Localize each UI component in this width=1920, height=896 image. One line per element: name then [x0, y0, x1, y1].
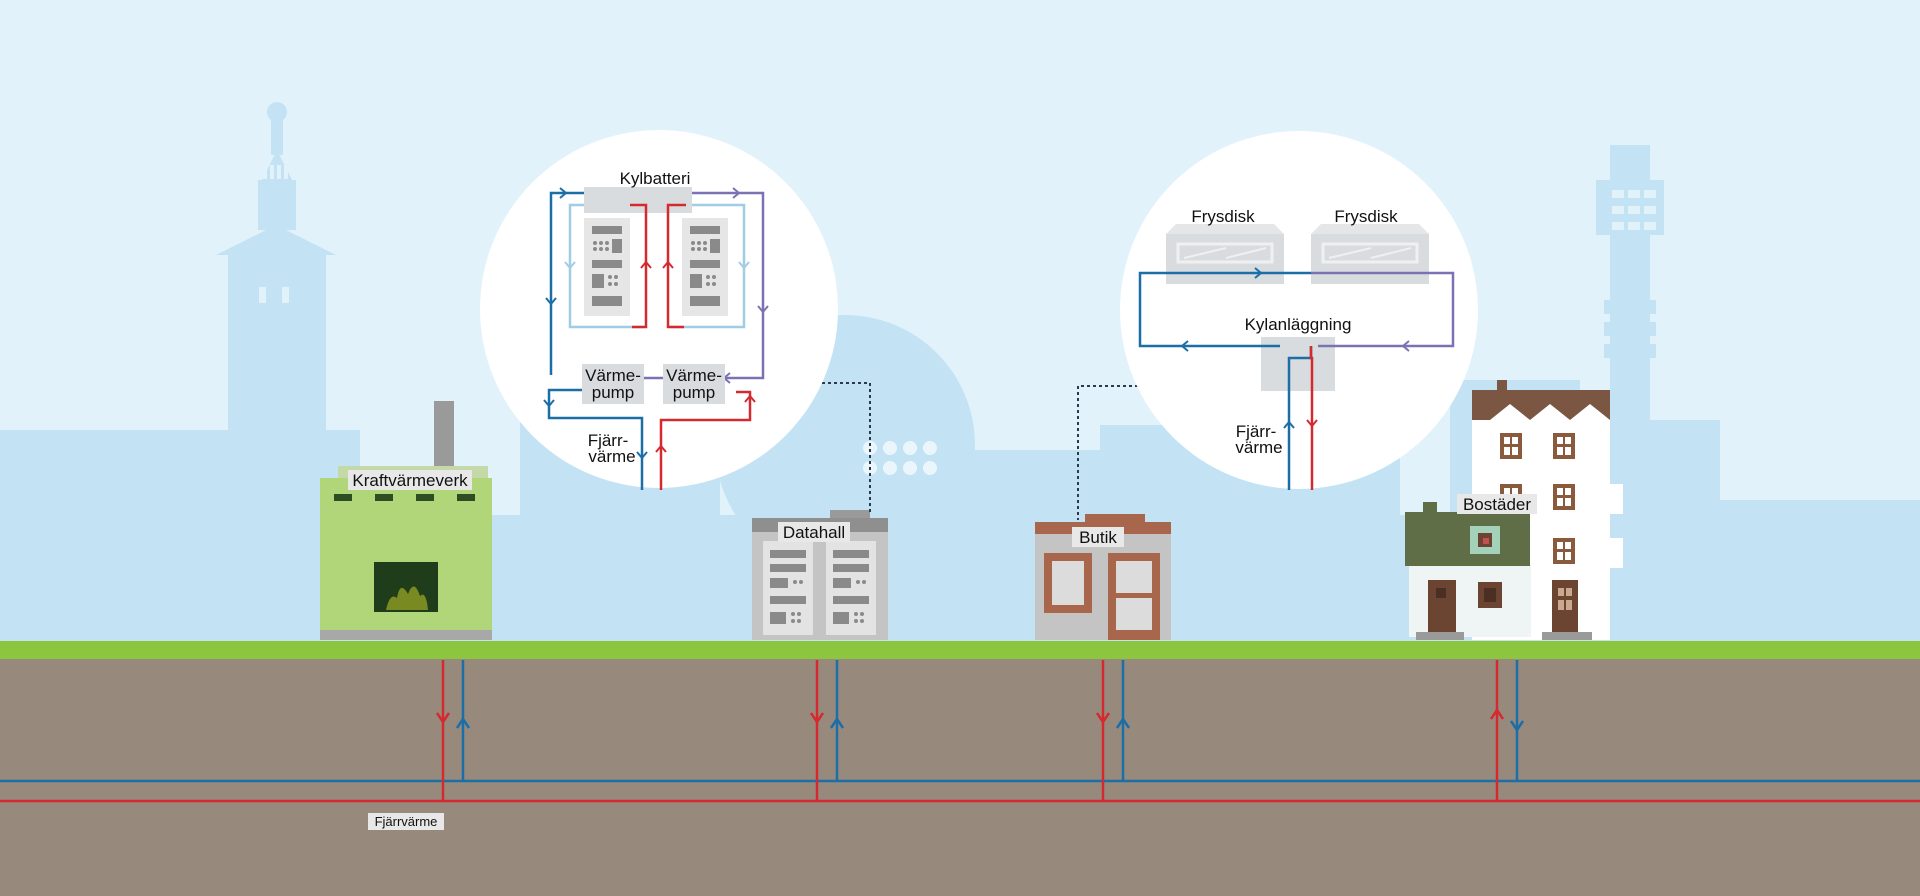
freezer-icon — [1164, 222, 1286, 286]
datahall-callout-line — [822, 382, 871, 512]
butik-label: Butik — [1079, 528, 1117, 547]
ground — [0, 657, 1920, 896]
kraftvarmeverk-label: Kraftvärmeverk — [352, 471, 468, 490]
butik-fjarrvarme-line-2: värme — [1235, 438, 1282, 457]
grass — [0, 641, 1920, 659]
varmepump-1-box — [582, 364, 644, 404]
butik-tag — [1072, 527, 1124, 547]
datahall-tag — [778, 522, 850, 542]
butik-detail-callout: Frysdisk Frysdisk Kylanläggning Fjärr- v… — [1120, 131, 1478, 490]
server-rack-icon — [682, 218, 728, 316]
varmepump-2-line-2: pump — [673, 383, 716, 402]
bostader-tag — [1457, 494, 1537, 514]
bostader-label: Bostäder — [1463, 495, 1531, 514]
frysdisk-2-label: Frysdisk — [1334, 207, 1398, 226]
fjarrvarme-ground-label: Fjärrvärme — [375, 814, 438, 829]
tower-windows — [259, 165, 1656, 303]
frysdisk-1-label: Frysdisk — [1191, 207, 1255, 226]
butik-callout-line — [1077, 385, 1138, 520]
datahall-detail-callout: Kylbatteri — [480, 130, 838, 490]
datahall-fjarrvarme-line-2: värme — [588, 447, 635, 466]
kylanlaggning-label: Kylanläggning — [1245, 315, 1352, 334]
fire-icon — [386, 586, 428, 610]
bostader-buildings — [1405, 380, 1623, 640]
varmepump-2-line-1: Värme- — [666, 366, 722, 385]
varmepump-1-line-1: Värme- — [585, 366, 641, 385]
kraftvarmeverk-tag — [348, 470, 472, 490]
server-rack-icon — [584, 218, 630, 316]
varmepump-2-box — [663, 364, 725, 404]
datahall-fjarrvarme-line-1: Fjärr- — [588, 431, 629, 450]
butik-fjarrvarme-line-1: Fjärr- — [1236, 422, 1277, 441]
pipe-connections — [435, 660, 1525, 801]
kylbatteri-box — [584, 187, 692, 213]
datahall-label: Datahall — [783, 523, 845, 542]
kylbatteri-label: Kylbatteri — [620, 169, 691, 188]
freezer-icon — [1309, 222, 1431, 286]
dome-dots — [863, 441, 937, 475]
varmepump-1-line-2: pump — [592, 383, 635, 402]
fjarrvarme-ground-tag — [368, 813, 444, 830]
